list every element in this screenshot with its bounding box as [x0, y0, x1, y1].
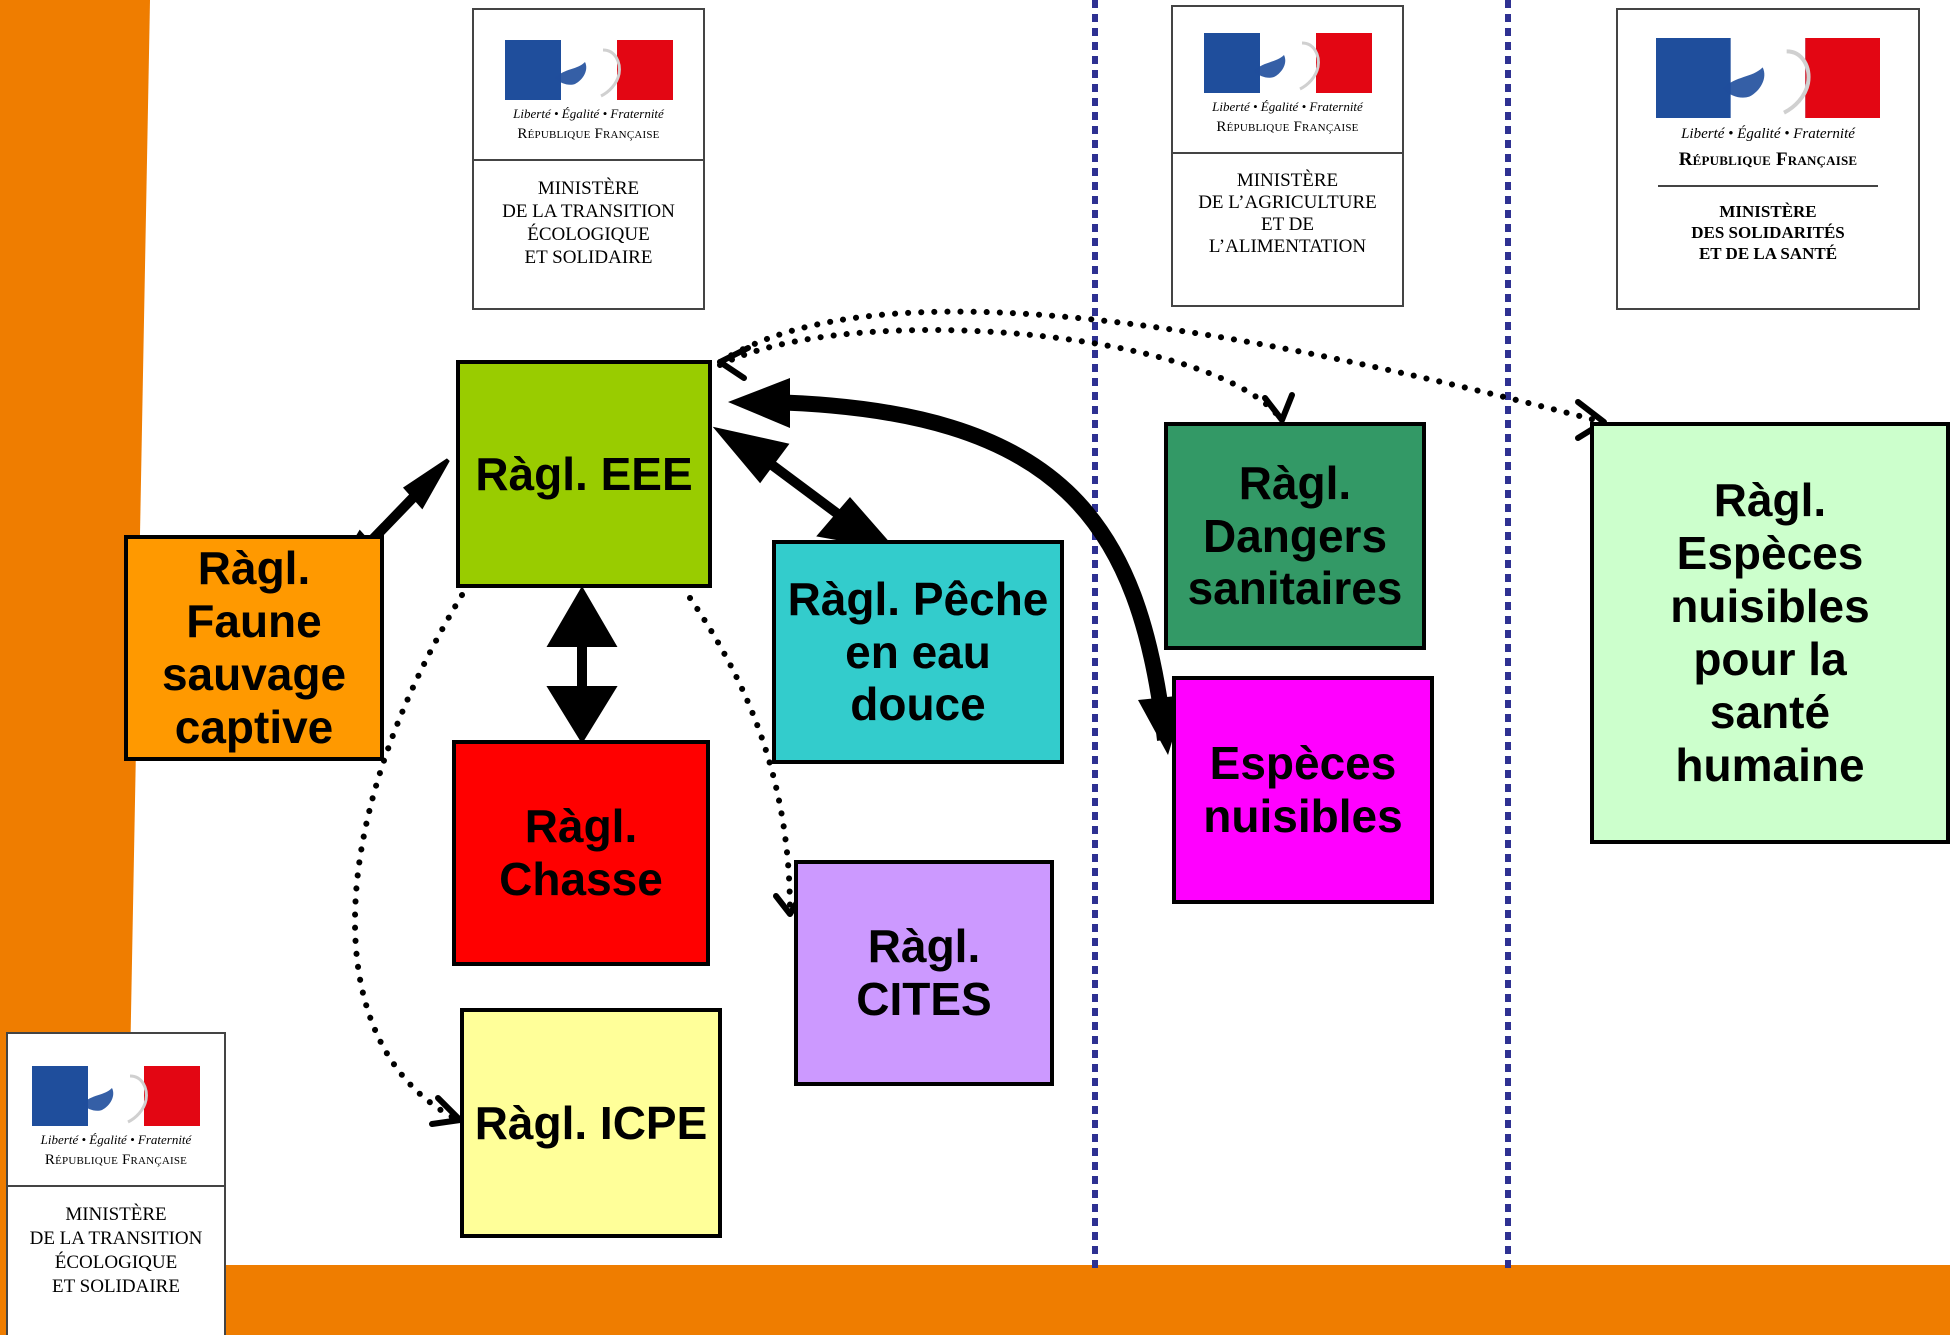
box-regl-eee: Ràgl. EEE — [456, 360, 712, 588]
logo-republic: République Française — [1216, 119, 1359, 135]
logo-ministry-name: Ministère des solidarités et de la santé — [1691, 202, 1845, 263]
logo-separator — [1173, 152, 1402, 154]
arrowhead-eee-peche — [712, 426, 790, 484]
curved-arrow-eee-nuisibles — [769, 394, 1173, 741]
dotted-connector-eee-cites — [687, 595, 793, 915]
logo-republic: République Française — [517, 126, 660, 142]
logo-separator — [1658, 185, 1878, 187]
arrowhead-icpe — [429, 1095, 463, 1127]
box-regl-faune-sauvage-captive: Ràgl. Faune sauvage captive — [124, 535, 384, 761]
logo-separator — [474, 159, 703, 161]
logo-motto: Liberté • Égalité • Fraternité — [1212, 99, 1363, 114]
arrowhead-dangers — [1262, 392, 1295, 423]
orange-side-band — [0, 0, 150, 1335]
arrowhead-eee-faune — [402, 458, 450, 510]
logo-republic: République Française — [1678, 149, 1858, 170]
arrowhead-eee-big — [728, 378, 790, 428]
box-regl-chasse: Ràgl. Chasse — [452, 740, 710, 966]
arrowhead-eee-chasse-up — [546, 586, 618, 647]
logo-separator — [8, 1185, 224, 1187]
box-regl-especes-nuisibles-sante-humaine: Ràgl. Espèces nuisibles pour la santé hu… — [1590, 422, 1950, 844]
dotted-connector-eee-dangers — [717, 327, 1283, 421]
box-regl-icpe: Ràgl. ICPE — [460, 1008, 722, 1238]
logo-motto: Liberté • Égalité • Fraternité — [513, 106, 664, 121]
marianne-flag-icon — [1203, 33, 1372, 93]
marianne-flag-icon — [32, 1066, 200, 1126]
ministry-logo-sante: Liberté • Égalité • Fraternité Républiqu… — [1616, 8, 1920, 310]
box-regl-peche-eau-douce: Ràgl. Pêche en eau douce — [772, 540, 1064, 764]
marianne-flag-icon — [1656, 38, 1880, 118]
logo-ministry-name: Ministère de la transition écologique et… — [29, 1204, 203, 1297]
ministry-logo-agriculture: Liberté • Égalité • Fraternité Républiqu… — [1171, 5, 1404, 307]
marianne-flag-icon — [504, 40, 673, 100]
ministry-logo-transition: Liberté • Égalité • Fraternité Républiqu… — [472, 8, 705, 310]
box-regl-dangers-sanitaires: Ràgl. Dangers sanitaires — [1164, 422, 1426, 650]
logo-ministry-name: Ministère de l’agriculture et de l’alime… — [1198, 170, 1377, 257]
logo-motto: Liberté • Égalité • Fraternité — [1681, 126, 1855, 142]
dotted-connector-eee-sante — [717, 308, 1598, 423]
orange-bottom-band — [0, 1265, 1950, 1335]
arrowhead-eee-dotted — [717, 345, 751, 381]
logo-republic: République Française — [44, 1152, 188, 1168]
ministry-logo-transition-bottom: Liberté • Égalité • Fraternité Républiqu… — [6, 1032, 226, 1335]
logo-motto: Liberté • Égalité • Fraternité — [40, 1132, 192, 1147]
box-regl-cites: Ràgl. CITES — [794, 860, 1054, 1086]
arrowhead-chasse — [546, 686, 618, 744]
logo-ministry-name: Ministère de la transition écologique et… — [502, 178, 675, 268]
box-especes-nuisibles: Espèces nuisibles — [1172, 676, 1434, 904]
